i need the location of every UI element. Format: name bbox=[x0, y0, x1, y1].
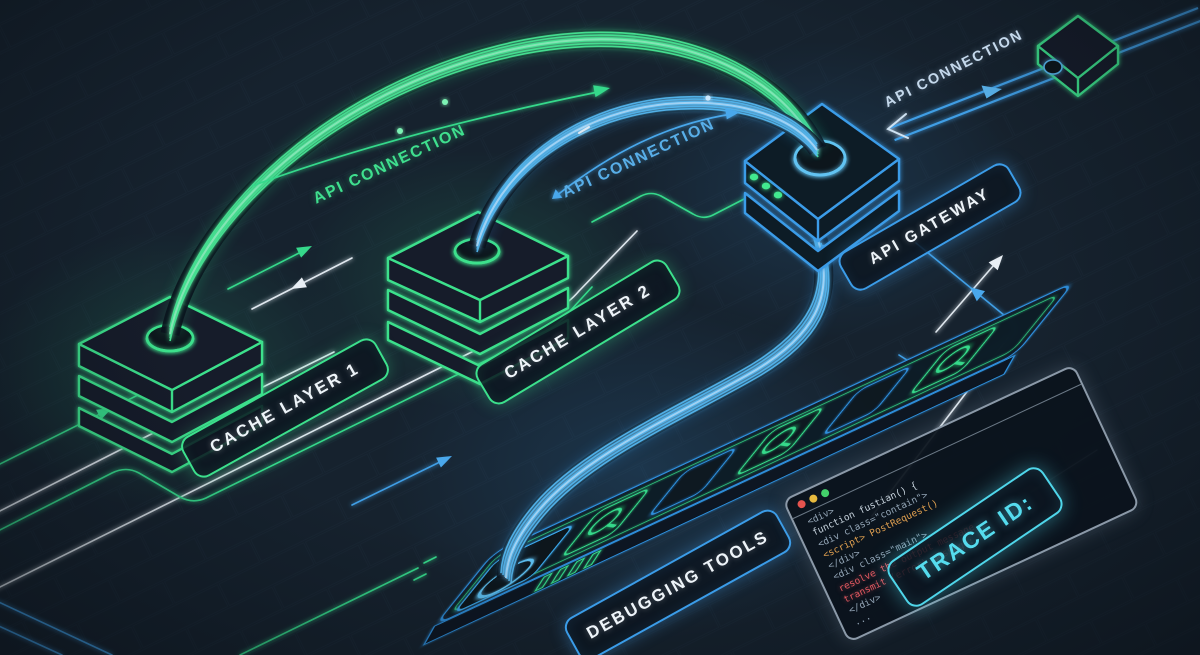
red-traffic-light-icon bbox=[796, 498, 807, 510]
yellow-traffic-light-icon bbox=[808, 493, 819, 504]
green-traffic-light-icon bbox=[819, 487, 831, 499]
